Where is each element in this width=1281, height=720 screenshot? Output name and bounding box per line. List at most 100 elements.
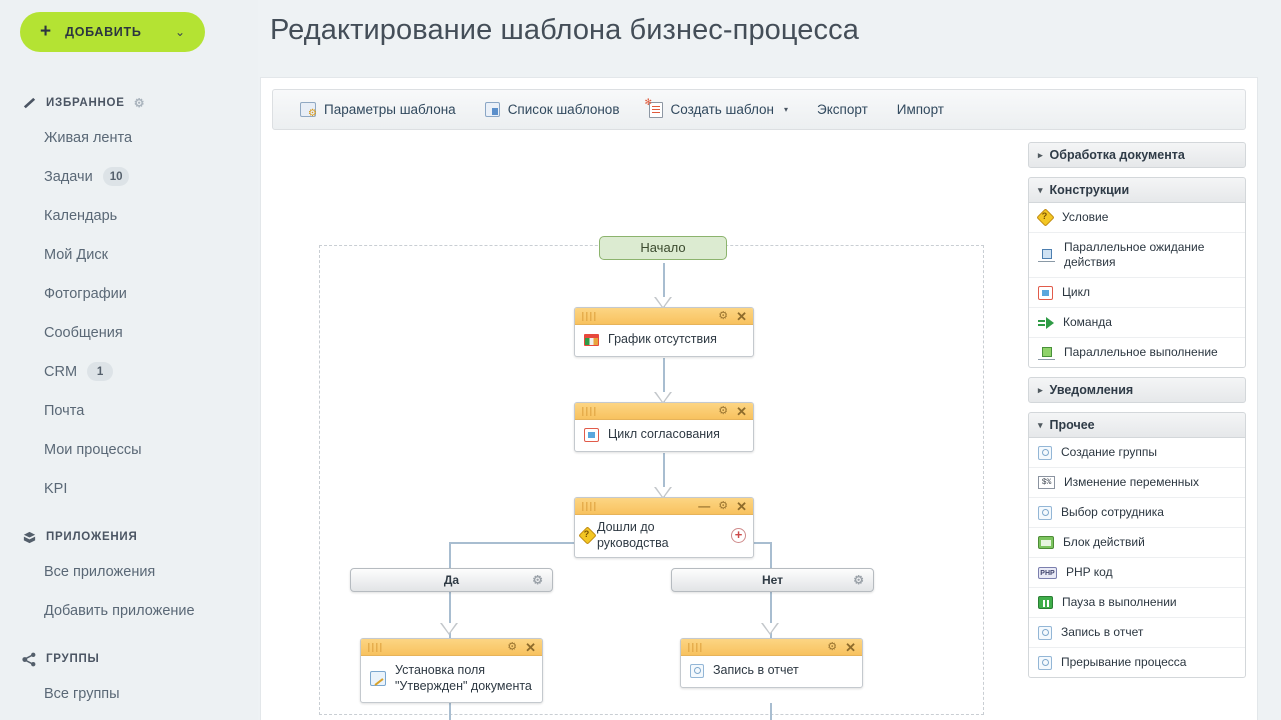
sidebar-item-live-feed[interactable]: Живая лента [0, 118, 258, 157]
drag-handle[interactable] [688, 642, 703, 652]
flowchart-canvas[interactable]: Начало ⚙ ✕ График отсутствия [272, 142, 1246, 720]
connector [449, 703, 451, 720]
palette-item-label: PHP код [1066, 565, 1113, 579]
arrow-icon [440, 623, 458, 635]
sidebar-nav: ИЗБРАННОЕ ⚙ Живая лента Задачи 10 Календ… [0, 88, 258, 713]
toolbar-template-list[interactable]: Список шаблонов [472, 96, 633, 124]
drag-handle[interactable] [582, 311, 597, 321]
php-icon: PHP [1038, 566, 1057, 579]
flow-node-set-field[interactable]: ⚙ ✕ Установка поля "Утвержден" документа [360, 638, 543, 704]
bookmark-icon [22, 96, 37, 111]
flow-node-absence[interactable]: ⚙ ✕ График отсутствия [574, 307, 754, 357]
sidebar-item-add-app[interactable]: Добавить приложение [0, 591, 258, 630]
sidebar-item-label: Все группы [44, 685, 120, 702]
node-label: Запись в отчет [713, 663, 799, 677]
sidebar-section-apps[interactable]: ПРИЛОЖЕНИЯ [0, 522, 258, 552]
add-button-label: ДОБАВИТЬ [65, 25, 142, 39]
drag-handle[interactable] [582, 406, 597, 416]
branch-label: Да [443, 573, 460, 587]
sidebar-item-calendar[interactable]: Календарь [0, 196, 258, 235]
gear-icon[interactable]: ⚙ [718, 404, 729, 417]
content-card: Параметры шаблона Список шаблонов Создат… [260, 77, 1258, 720]
add-button[interactable]: + ДОБАВИТЬ ⌄ [20, 12, 205, 52]
branch-no[interactable]: Нет ⚙ [671, 568, 874, 592]
square-icon [1038, 625, 1052, 640]
close-icon[interactable]: ✕ [736, 403, 747, 419]
parallel-wait-icon [1038, 248, 1055, 262]
sidebar-section-favorites[interactable]: ИЗБРАННОЕ ⚙ [0, 88, 258, 118]
palette-item-label: Блок действий [1063, 535, 1145, 549]
gear-icon[interactable]: ⚙ [133, 96, 146, 110]
toolbar-export[interactable]: Экспорт [804, 96, 881, 124]
flow-node-report[interactable]: ⚙ ✕ Запись в отчет [680, 638, 863, 688]
sidebar-item-label: Мой Диск [44, 246, 108, 263]
sidebar-section-label: ПРИЛОЖЕНИЯ [46, 531, 138, 543]
sidebar-item-crm[interactable]: CRM 1 [0, 352, 258, 391]
palette-item-pause[interactable]: Пауза в выполнении [1029, 587, 1245, 617]
calendar-icon [584, 333, 599, 346]
palette-item-condition[interactable]: Условие [1029, 203, 1245, 232]
node-header[interactable]: ⚙ ✕ [575, 403, 753, 420]
node-header[interactable]: ⚙ ✕ [575, 308, 753, 325]
sidebar-item-my-processes[interactable]: Мои процессы [0, 430, 258, 469]
palette-group-header[interactable]: ▸ Обработка документа [1028, 142, 1246, 168]
gear-icon[interactable]: ⚙ [532, 573, 543, 587]
toolbar-import[interactable]: Импорт [884, 96, 957, 124]
gear-icon[interactable]: ⚙ [827, 640, 838, 653]
add-branch-button[interactable]: + [731, 528, 746, 544]
sidebar-item-all-groups[interactable]: Все группы [0, 674, 258, 713]
sidebar-section-groups[interactable]: ГРУППЫ [0, 644, 258, 674]
sidebar-section-label: ГРУППЫ [46, 653, 100, 665]
chevron-down-icon: ⌄ [174, 25, 185, 39]
gear-icon[interactable]: ⚙ [507, 640, 518, 653]
palette-item-php-code[interactable]: PHP PHP код [1029, 557, 1245, 587]
sidebar-item-mail[interactable]: Почта [0, 391, 258, 430]
palette-item-change-variables[interactable]: $% Изменение переменных [1029, 467, 1245, 497]
node-header[interactable]: — ⚙ ✕ [575, 498, 753, 515]
new-template-icon [645, 97, 663, 118]
sidebar-item-all-apps[interactable]: Все приложения [0, 552, 258, 591]
node-label: График отсутствия [608, 332, 717, 346]
palette-item-parallel-wait[interactable]: Параллельное ожидание действия [1029, 232, 1245, 277]
palette-item-parallel-exec[interactable]: Параллельное выполнение [1029, 337, 1245, 367]
sidebar-item-my-drive[interactable]: Мой Диск [0, 235, 258, 274]
flow-node-approval-loop[interactable]: ⚙ ✕ Цикл согласования [574, 402, 754, 452]
node-header[interactable]: ⚙ ✕ [681, 639, 862, 656]
minimize-icon[interactable]: — [698, 499, 711, 513]
sidebar-item-kpi[interactable]: KPI [0, 469, 258, 508]
close-icon[interactable]: ✕ [736, 308, 747, 324]
palette-item-select-employee[interactable]: Выбор сотрудника [1029, 497, 1245, 527]
sidebar-item-photos[interactable]: Фотографии [0, 274, 258, 313]
sidebar-item-messages[interactable]: Сообщения [0, 313, 258, 352]
node-header[interactable]: ⚙ ✕ [361, 639, 542, 656]
drag-handle[interactable] [368, 642, 383, 652]
palette-group-document-processing: ▸ Обработка документа [1028, 142, 1246, 168]
palette-group-header[interactable]: ▾ Конструкции [1028, 177, 1246, 203]
palette-item-command[interactable]: Команда [1029, 307, 1245, 337]
gear-icon[interactable]: ⚙ [853, 573, 864, 587]
flow-node-condition[interactable]: — ⚙ ✕ Дошли до руководства + [574, 497, 754, 559]
sidebar-item-tasks[interactable]: Задачи 10 [0, 157, 258, 196]
close-icon[interactable]: ✕ [525, 639, 536, 655]
palette-item-label: Прерывание процесса [1061, 655, 1187, 669]
palette-item-action-block[interactable]: Блок действий [1029, 527, 1245, 557]
start-node[interactable]: Начало [599, 236, 727, 260]
palette-item-label: Изменение переменных [1064, 475, 1200, 489]
close-icon[interactable]: ✕ [736, 498, 747, 514]
palette-item-write-report[interactable]: Запись в отчет [1029, 617, 1245, 647]
palette-item-interrupt-process[interactable]: Прерывание процесса [1029, 647, 1245, 677]
palette-item-create-group[interactable]: Создание группы [1029, 438, 1245, 467]
branch-yes[interactable]: Да ⚙ [350, 568, 553, 592]
close-icon[interactable]: ✕ [845, 639, 856, 655]
palette-item-loop[interactable]: Цикл [1029, 277, 1245, 307]
toolbar-create-template[interactable]: Создать шаблон ▾ [636, 96, 802, 124]
node-body: Запись в отчет [681, 656, 862, 687]
toolbar-template-settings[interactable]: Параметры шаблона [287, 96, 469, 124]
palette-group-header[interactable]: ▸ Уведомления [1028, 377, 1246, 403]
drag-handle[interactable] [582, 501, 597, 511]
gear-icon[interactable]: ⚙ [718, 309, 729, 322]
gear-icon[interactable]: ⚙ [718, 499, 729, 512]
toolbar-label: Экспорт [817, 102, 868, 117]
palette-group-header[interactable]: ▾ Прочее [1028, 412, 1246, 438]
connector [770, 703, 772, 720]
